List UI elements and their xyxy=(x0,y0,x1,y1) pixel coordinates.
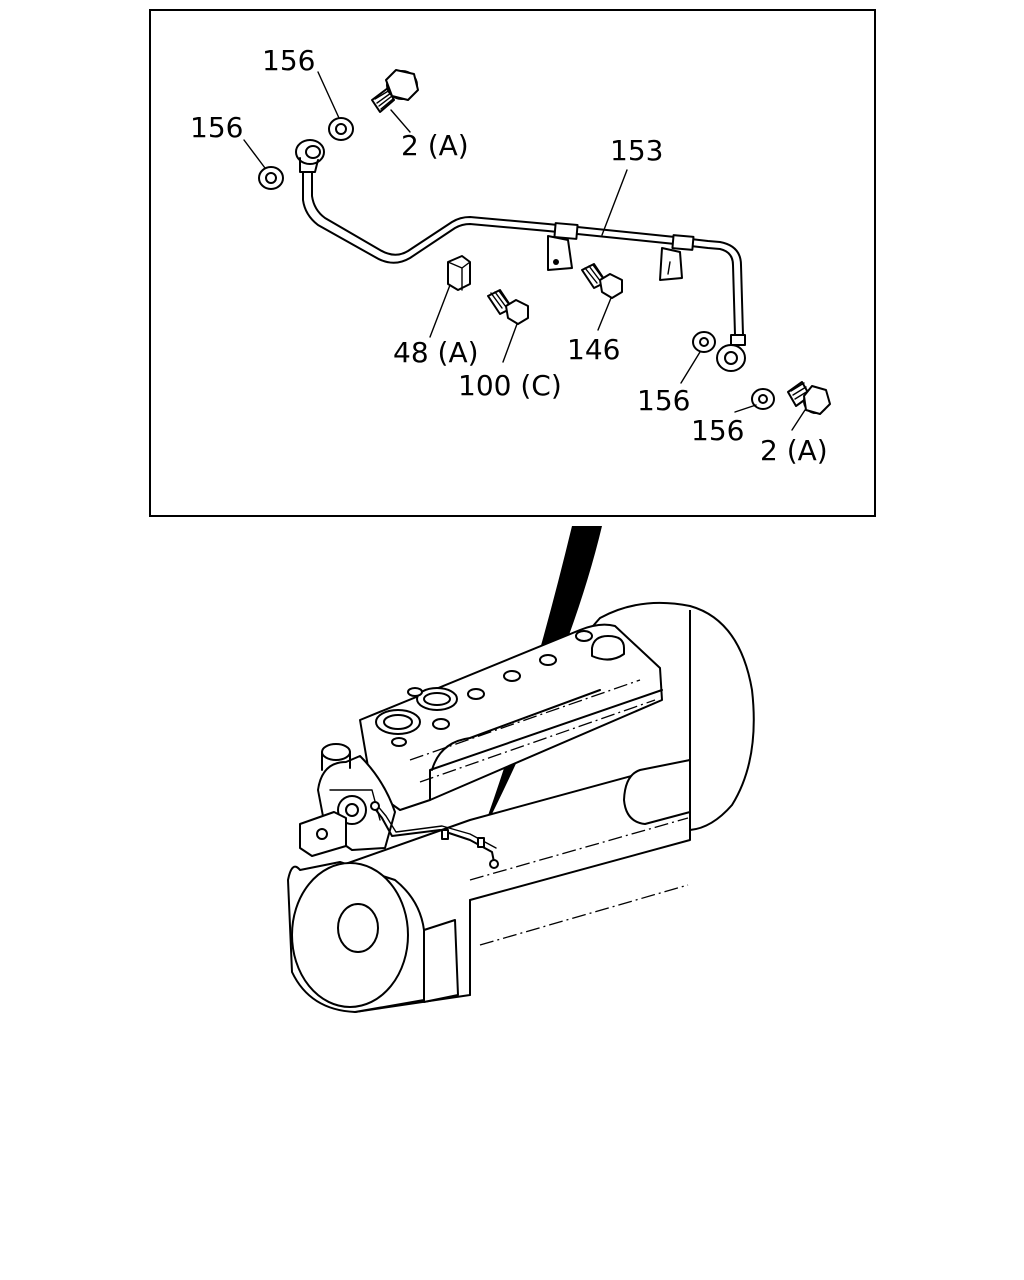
callout-2a-top: 2 (A) xyxy=(401,129,469,162)
washer-156-left xyxy=(258,166,284,190)
clip-48a xyxy=(447,255,471,291)
eye-bolt-2a-top xyxy=(371,69,419,113)
washer-156-top xyxy=(328,117,354,141)
callout-2a-bottom: 2 (A) xyxy=(760,434,828,467)
callout-156-top: 156 xyxy=(262,44,315,77)
eye-bolt-2a-bottom xyxy=(787,381,831,415)
callout-156-left: 156 xyxy=(190,111,243,144)
eye-joint-top xyxy=(295,139,325,173)
washer-156-br1 xyxy=(692,331,716,353)
washer-156-br2 xyxy=(751,388,775,410)
engine-overview xyxy=(287,601,755,1013)
callout-153: 153 xyxy=(610,134,663,167)
callout-48a: 48 (A) xyxy=(393,336,479,369)
callout-156-br1: 156 xyxy=(637,384,690,417)
detail-frame xyxy=(149,9,876,517)
bolt-100c xyxy=(487,289,529,325)
bolt-146 xyxy=(581,263,623,299)
callout-146: 146 xyxy=(567,333,620,366)
leader-lines xyxy=(243,71,806,431)
callout-156-br2: 156 xyxy=(691,414,744,447)
callout-100c: 100 (C) xyxy=(458,369,562,402)
eye-joint-bottom xyxy=(716,334,746,372)
oil-pipe-153 xyxy=(302,171,744,336)
